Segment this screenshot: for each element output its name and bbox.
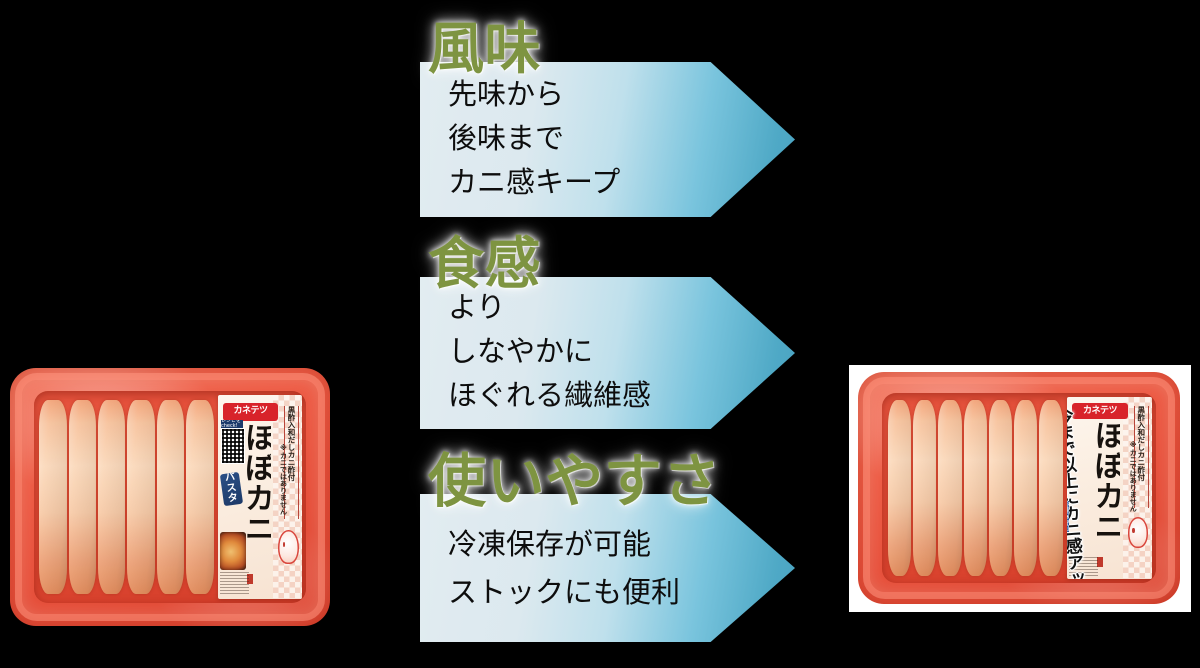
pasta-badge: パスタ [219, 471, 244, 507]
arrow-body-usability: 冷凍保存が可能 ストックにも便利 [448, 520, 680, 616]
package-tray: 今まで以上にカニ感アップ!! 冷凍保存可 カネテツ ほぼカニ 黒酢入和だしカニ酢… [858, 372, 1180, 604]
freeze-tag: 冷凍保存可 [1066, 500, 1069, 532]
qr-code-icon [220, 427, 245, 465]
dish-photo [220, 531, 247, 571]
crab-stick [988, 400, 1013, 576]
side-copy-top: 黒酢入和だしカニ酢付 [283, 405, 299, 520]
arrow-line: カニ感キープ [448, 165, 621, 199]
product-name: ほぼカニ [1094, 420, 1121, 542]
crab-stick [1014, 400, 1038, 576]
arrow-line: ほぐれる繊維感 [448, 378, 652, 412]
tray-well: カネテツ レシピをcheck! パスタ ほぼカニ 黒酢入和だしカニ酢付 ※カニで… [34, 391, 306, 603]
qr-caption: レシピをcheck! [220, 420, 243, 429]
arrow-heading-usability: 使いやすさ [428, 447, 721, 515]
arrow-line: 冷凍保存が可能 [448, 527, 652, 561]
arrow-line: 後味まで [448, 121, 565, 155]
tray-well: 今まで以上にカニ感アップ!! 冷凍保存可 カネテツ ほぼカニ 黒酢入和だしカニ酢… [882, 392, 1156, 584]
arrow-body-flavor: 先味から 後味まで カニ感キープ [448, 72, 620, 204]
brand-logo: カネテツ [222, 402, 279, 421]
crab-stick [39, 399, 67, 595]
mascot-icon [1128, 517, 1149, 549]
arrow-shape-usability [420, 494, 795, 642]
crab-stick [1039, 400, 1063, 576]
product-package-right: 今まで以上にカニ感アップ!! 冷凍保存可 カネテツ ほぼカニ 黒酢入和だしカニ酢… [858, 372, 1180, 604]
crab-stick [68, 399, 97, 595]
feature-arrow-usability: 使いやすさ 冷凍保存が可能 ストックにも便利 [420, 447, 795, 642]
crab-stick [912, 400, 937, 576]
crab-stick [186, 399, 214, 595]
crab-stick [963, 400, 987, 576]
side-copy-top: 黒酢入和だしカニ酢付 [1133, 405, 1149, 509]
arrow-line: より [448, 290, 506, 324]
arrow-line: ストックにも便利 [448, 575, 681, 609]
crab-stick [938, 400, 962, 576]
arrow-shape-texture [420, 277, 795, 429]
red-accent-box [247, 574, 253, 585]
feature-arrow-flavor: 風味 先味から 後味まで カニ感キープ [420, 17, 795, 217]
nutrition-strip [220, 572, 249, 595]
brand-logo: カネテツ [1072, 403, 1128, 420]
product-package-left: カネテツ レシピをcheck! パスタ ほぼカニ 黒酢入和だしカニ酢付 ※カニで… [10, 368, 330, 626]
side-copy-sub: ※カニではありません [279, 444, 288, 516]
mascot-icon [278, 529, 299, 565]
arrow-shape-flavor [420, 62, 795, 217]
crab-stick-group [39, 399, 214, 595]
tray-rim [15, 373, 325, 621]
arrow-line: しなやかに [448, 334, 594, 368]
crab-stick [127, 399, 155, 595]
side-copy-sub: ※カニではありません [1129, 440, 1138, 512]
arrow-line: 先味から [448, 77, 565, 111]
package-label-left: カネテツ レシピをcheck! パスタ ほぼカニ 黒酢入和だしカニ酢付 ※カニで… [217, 395, 302, 599]
arrow-heading-texture: 食感 [428, 232, 542, 297]
arrow-body-texture: より しなやかに ほぐれる繊維感 [448, 285, 651, 417]
crab-stick-group [887, 400, 1063, 576]
checker-pattern [1122, 396, 1152, 580]
product-name: ほぼカニ [245, 421, 271, 544]
crab-stick [887, 400, 911, 576]
crab-stick [156, 399, 185, 595]
feature-arrow-texture: 食感 より しなやかに ほぐれる繊維感 [420, 232, 795, 429]
arrow-heading-flavor: 風味 [428, 17, 542, 82]
package-label-right: 今まで以上にカニ感アップ!! 冷凍保存可 カネテツ ほぼカニ 黒酢入和だしカニ酢… [1066, 396, 1152, 580]
checker-pattern [273, 395, 302, 599]
crab-stick [98, 399, 126, 595]
red-accent-box [1096, 557, 1103, 567]
nutrition-strip [1069, 555, 1099, 576]
tray-rim [863, 377, 1175, 599]
package-tray: カネテツ レシピをcheck! パスタ ほぼカニ 黒酢入和だしカニ酢付 ※カニで… [10, 368, 330, 626]
